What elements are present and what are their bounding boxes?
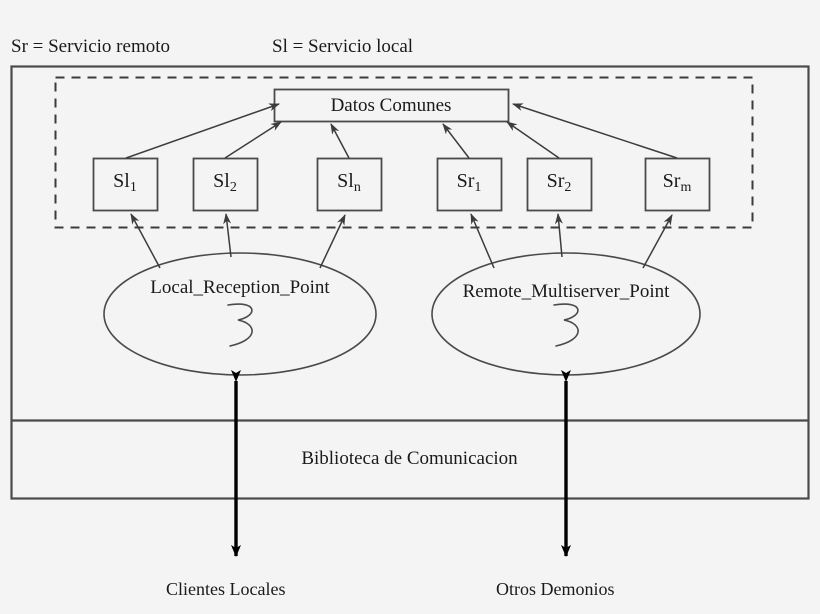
service-box-sl1 <box>92 157 159 212</box>
arrow-sl2-to-datos <box>224 121 282 159</box>
arrow-rmp-to-srm <box>642 214 673 269</box>
biblioteca-comunicacion-label: Biblioteca de Comunicacion <box>301 448 518 469</box>
otros-demonios-label: Otros Demonios <box>496 579 615 599</box>
arrow-sr2-to-datos <box>506 121 560 159</box>
legend-local-service: Sl = Servicio local <box>272 36 414 57</box>
arrow-sl1-to-datos <box>125 103 280 159</box>
service-sub-srm: m <box>680 180 692 196</box>
arrow-rmp-to-sr2 <box>554 213 563 258</box>
service-label-sl1: Sl1 <box>93 170 157 196</box>
service-label-sln: Sln <box>317 170 381 196</box>
local-reception-point-label: Local_Reception_Point <box>150 277 330 298</box>
arrow-lrp-to-sl1 <box>130 213 161 269</box>
service-label-sr1: Sr1 <box>437 170 501 196</box>
service-sub-sl2: 2 <box>229 180 237 196</box>
service-base-sr2: Sr <box>546 170 565 192</box>
service-base-srm: Sr <box>662 170 681 192</box>
service-label-srm: Srm <box>645 170 709 196</box>
service-box-sr1 <box>436 157 503 212</box>
arrow-srm-to-datos <box>512 103 678 159</box>
remote-multiserver-point-label: Remote_Multiserver_Point <box>462 281 670 302</box>
clientes-locales-label: Clientes Locales <box>166 579 286 599</box>
squiggle-icon-remote <box>553 303 579 347</box>
service-base-sln: Sl <box>337 170 354 192</box>
ellipse-remote-multiserver-point <box>431 252 701 376</box>
service-sub-sln: n <box>353 180 361 196</box>
datos-comunes-label: Datos Comunes <box>330 95 452 116</box>
service-sub-sr1: 1 <box>474 180 482 196</box>
service-base-sl1: Sl <box>113 170 130 192</box>
arrow-lrp-to-sln <box>319 214 346 269</box>
arrow-sr1-to-datos <box>442 123 470 159</box>
service-box-sl2 <box>192 157 259 212</box>
service-box-sr2 <box>526 157 593 212</box>
service-label-sr2: Sr2 <box>527 170 591 196</box>
arrow-sln-to-datos <box>330 123 350 159</box>
services-dashed-group <box>54 76 754 229</box>
service-sub-sl1: 1 <box>129 180 137 196</box>
ellipse-local-reception-point <box>103 252 377 376</box>
legend-remote-service: Sr = Servicio remoto <box>11 36 170 57</box>
service-base-sl2: Sl <box>213 170 230 192</box>
arrow-lrp-to-sl2 <box>223 213 232 258</box>
service-box-sln <box>316 157 383 212</box>
service-label-sl2: Sl2 <box>193 170 257 196</box>
service-box-srm <box>644 157 711 212</box>
service-base-sr1: Sr <box>456 170 475 192</box>
arrow-rmp-to-sr1 <box>470 213 495 269</box>
datos-comunes-box <box>273 88 510 123</box>
squiggle-icon-local <box>227 303 253 347</box>
service-sub-sr2: 2 <box>564 180 572 196</box>
